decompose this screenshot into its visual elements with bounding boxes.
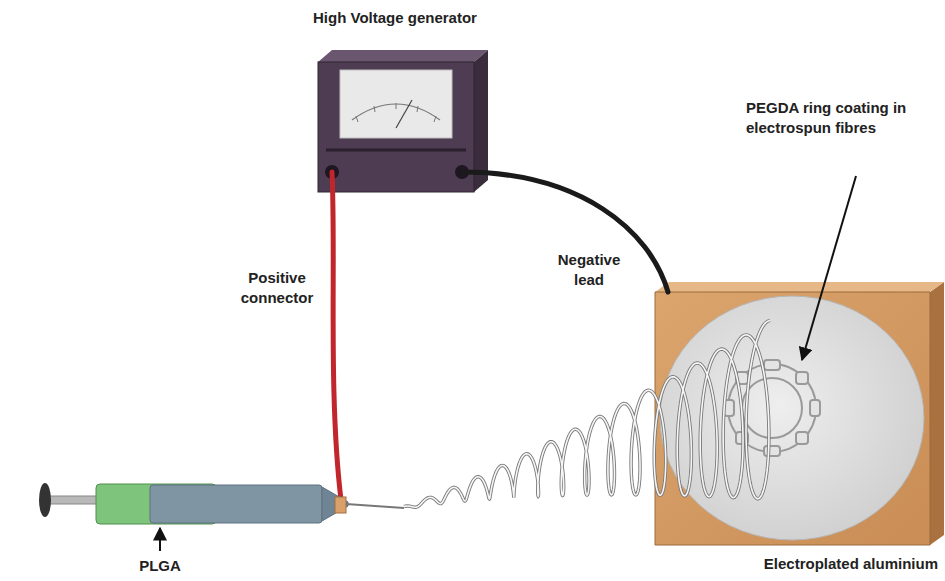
fibre-jet — [404, 321, 770, 508]
leader-arrow — [159, 528, 161, 551]
leader-arrow — [802, 176, 856, 360]
pegda-ring — [724, 360, 820, 456]
fibre-jet — [404, 321, 770, 508]
callout-label: Electroplated aluminium — [712, 554, 938, 574]
collector-plate — [655, 282, 944, 545]
callout-label: Negative lead — [548, 250, 630, 289]
positive-wire — [332, 172, 341, 500]
callout-label: PLGA — [125, 556, 195, 576]
negative-wire — [462, 172, 668, 292]
callout-label: PEGDA ring coating in electrospun fibres — [746, 98, 936, 137]
callout-label: Positive connector — [232, 268, 322, 307]
callout-label: High Voltage generator — [285, 8, 505, 28]
syringe — [39, 483, 404, 524]
